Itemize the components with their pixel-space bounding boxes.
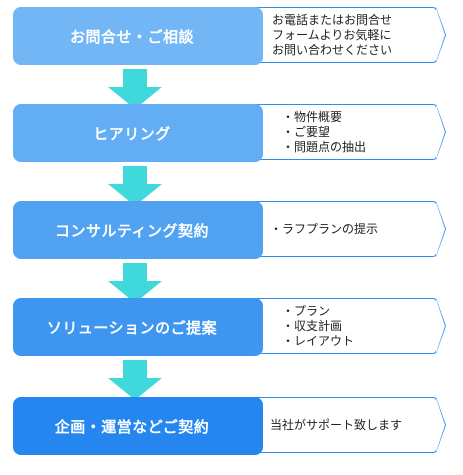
- step-description: ・プラン ・収支計画 ・レイアウト: [282, 299, 428, 353]
- step-title-box: コンサルティング契約: [13, 201, 263, 259]
- step-title: ヒアリング: [93, 124, 171, 143]
- step-title-box: ヒアリング: [13, 104, 263, 162]
- description-line: ・ラフプランの提示: [270, 221, 379, 236]
- step-description: ・物件概要 ・ご要望 ・問題点の抽出: [282, 105, 428, 159]
- step-solution-proposal: ソリューションのご提案 ・プラン ・収支計画 ・レイアウト: [13, 298, 453, 356]
- down-arrow-icon: [108, 263, 162, 303]
- step-description-box: ・プラン ・収支計画 ・レイアウト: [251, 298, 446, 354]
- down-arrow-icon: [108, 360, 162, 400]
- step-title: お問合せ・ご相談: [69, 27, 194, 46]
- step-description: 当社がサポート致します: [270, 398, 428, 452]
- step-title: 企画・運営などご契約: [54, 417, 210, 436]
- step-hearing: ヒアリング ・物件概要 ・ご要望 ・問題点の抽出: [13, 104, 453, 162]
- down-arrow-icon: [108, 69, 162, 109]
- description-line: 当社がサポート致します: [270, 417, 403, 432]
- description-line: ・収支計画: [282, 318, 343, 333]
- step-inquiry: お問合せ・ご相談 お電話またはお問合せ フォームよりお気軽に お問い合わせくださ…: [13, 7, 453, 65]
- step-description: ・ラフプランの提示: [270, 202, 428, 256]
- step-title-box: お問合せ・ご相談: [13, 7, 263, 65]
- step-title-box: 企画・運営などご契約: [13, 397, 263, 455]
- description-line: お電話またはお問合せ: [272, 12, 393, 27]
- step-planning-contract: 企画・運営などご契約 当社がサポート致します: [13, 397, 453, 455]
- step-description: お電話またはお問合せ フォームよりお気軽に お問い合わせください: [272, 8, 428, 62]
- step-description-box: 当社がサポート致します: [251, 397, 446, 453]
- description-line: ・物件概要: [282, 109, 343, 124]
- description-line: ・プラン: [282, 303, 331, 318]
- step-description-box: ・物件概要 ・ご要望 ・問題点の抽出: [251, 104, 446, 160]
- step-description-box: お電話またはお問合せ フォームよりお気軽に お問い合わせください: [251, 7, 446, 63]
- description-line: お問い合わせください: [272, 42, 393, 57]
- description-line: フォームよりお気軽に: [272, 27, 392, 42]
- step-consulting-contract: コンサルティング契約 ・ラフプランの提示: [13, 201, 453, 259]
- description-line: ・問題点の抽出: [282, 139, 367, 154]
- down-arrow-icon: [108, 166, 162, 206]
- step-title: ソリューションのご提案: [46, 318, 218, 337]
- step-description-box: ・ラフプランの提示: [251, 201, 446, 257]
- step-title-box: ソリューションのご提案: [13, 298, 263, 356]
- step-title: コンサルティング契約: [54, 221, 210, 240]
- description-line: ・レイアウト: [282, 333, 355, 348]
- description-line: ・ご要望: [282, 124, 331, 139]
